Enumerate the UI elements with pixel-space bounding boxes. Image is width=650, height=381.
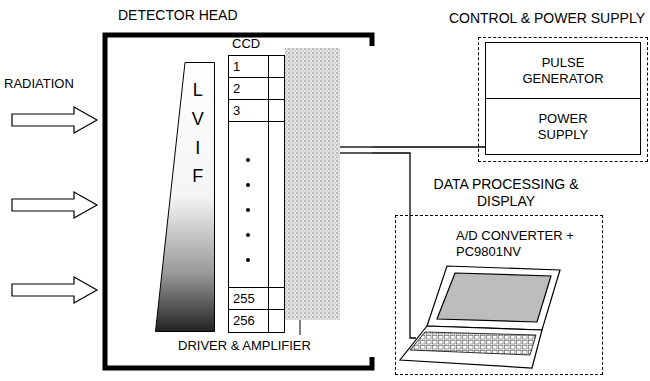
internal-wires — [340, 147, 416, 338]
node-label: POWER SUPPLY — [513, 111, 613, 142]
detector-head: DETECTOR HEADLVIFCCD123255256 — [105, 35, 372, 368]
dot — [246, 158, 250, 162]
laptop-screen — [437, 273, 551, 322]
signal-wire — [372, 146, 485, 147]
laptop-keyboard — [410, 332, 536, 355]
node-label: 2 — [233, 81, 240, 97]
filter-wedge-shape — [155, 62, 215, 332]
ccd-pixel: 3 — [229, 100, 269, 122]
laptop-base — [400, 326, 542, 368]
node-label: DATA PROCESSING & DISPLAY — [421, 176, 591, 210]
ccd-pixel: 2 — [229, 78, 269, 100]
row-tick — [268, 77, 284, 78]
node-label: CCD — [232, 36, 260, 52]
ccd-pixel: 256 — [229, 310, 269, 332]
dot — [246, 208, 250, 212]
wire — [410, 215, 416, 338]
row-tick — [268, 309, 284, 310]
node-label: LVIF — [191, 76, 205, 191]
node-label: DETECTOR HEAD — [118, 7, 238, 24]
wire — [340, 152, 372, 153]
leader-line — [300, 320, 301, 335]
ccd-sensor: CCD123255256 — [228, 55, 285, 333]
lvif-filter: LVIF — [155, 62, 215, 332]
dot — [246, 233, 250, 237]
control-group: CONTROL & POWER SUPPLYPULSE GENERATORPOW… — [478, 37, 648, 162]
node-label: 1 — [233, 59, 240, 75]
radiation-label: RADIATION — [4, 76, 74, 92]
wire — [340, 146, 372, 147]
dot — [246, 183, 250, 187]
driver-board — [285, 48, 340, 320]
dot — [246, 258, 250, 262]
ellipsis-dots — [246, 158, 250, 262]
node-label: PULSE GENERATOR — [513, 55, 613, 86]
ccd-pixel: 1 — [229, 56, 269, 78]
process-box: PULSE GENERATOR — [485, 42, 641, 99]
laptop-lid — [427, 266, 560, 330]
laptop-computer — [400, 266, 560, 368]
node-label: 255 — [233, 291, 255, 307]
node-label: CONTROL & POWER SUPPLY — [449, 10, 645, 27]
detector-housing — [105, 35, 372, 368]
ccd-pixel: 255 — [229, 288, 269, 310]
radiation-arrow — [12, 192, 97, 218]
row-tick — [268, 99, 284, 100]
row-tick — [268, 121, 284, 122]
process-box: POWER SUPPLY — [485, 98, 641, 155]
data-processing-group: DATA PROCESSING & DISPLAYA/D CONVERTER +… — [395, 215, 603, 375]
filter-wedge — [156, 63, 215, 332]
node-label: 3 — [233, 103, 240, 119]
ccd-register-column — [228, 56, 284, 332]
radiation-arrow — [12, 107, 97, 133]
radiation-arrows — [12, 107, 97, 303]
signal-wire — [372, 153, 410, 215]
node-label: 256 — [233, 313, 255, 329]
node-body: A/D CONVERTER + PC9801NV — [456, 228, 596, 259]
part-name: DRIVER & AMPLIFIER — [178, 338, 311, 354]
radiation-arrow — [12, 277, 97, 303]
